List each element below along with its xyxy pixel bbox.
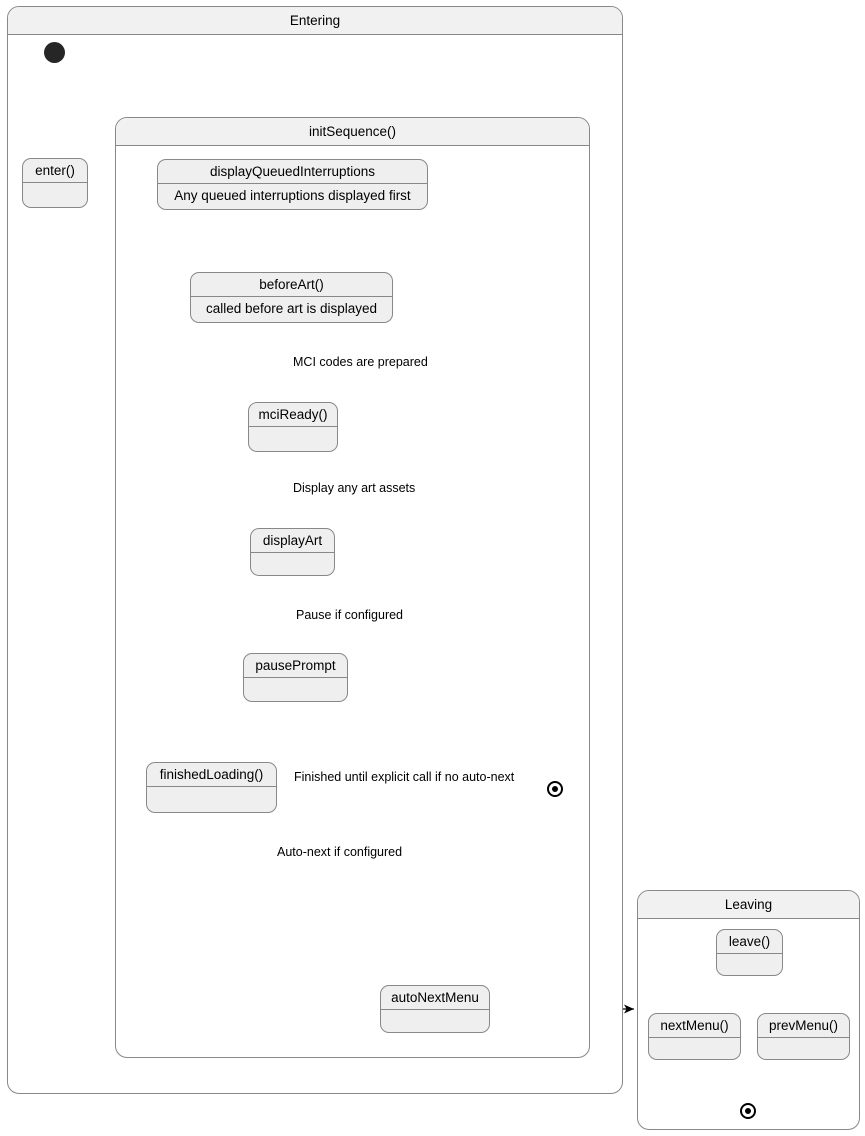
composite-state-initsequence-title: initSequence() bbox=[116, 118, 589, 146]
composite-state-leaving[interactable]: Leaving bbox=[637, 890, 860, 1130]
initial-pseudostate bbox=[44, 42, 65, 63]
edge-label-pause-if-configured: Pause if configured bbox=[296, 608, 404, 622]
state-next-menu[interactable]: nextMenu() bbox=[648, 1013, 741, 1060]
state-pause-prompt-divider bbox=[244, 677, 347, 678]
state-enter-name: enter() bbox=[35, 163, 75, 178]
state-display-queued-interruptions-divider bbox=[158, 183, 427, 184]
composite-state-entering-title: Entering bbox=[8, 7, 622, 35]
state-display-queued-interruptions-name: displayQueuedInterruptions bbox=[209, 164, 376, 179]
final-state-initsequence-core bbox=[552, 786, 558, 792]
state-auto-next-menu[interactable]: autoNextMenu bbox=[380, 985, 490, 1033]
state-pause-prompt-name: pausePrompt bbox=[255, 658, 336, 673]
state-finished-loading-name: finishedLoading() bbox=[159, 767, 264, 782]
state-prev-menu-divider bbox=[758, 1037, 849, 1038]
state-before-art-body: called before art is displayed bbox=[205, 301, 378, 316]
state-before-art-name: beforeArt() bbox=[259, 277, 324, 292]
state-mci-ready-divider bbox=[249, 426, 337, 427]
state-leave-divider bbox=[717, 953, 782, 954]
state-display-art-divider bbox=[251, 552, 334, 553]
state-mci-ready[interactable]: mciReady() bbox=[248, 402, 338, 452]
state-prev-menu[interactable]: prevMenu() bbox=[757, 1013, 850, 1060]
state-next-menu-name: nextMenu() bbox=[660, 1018, 729, 1033]
state-display-art-name: displayArt bbox=[262, 533, 323, 548]
state-enter-divider bbox=[23, 182, 87, 183]
state-before-art-divider bbox=[191, 296, 392, 297]
state-display-queued-interruptions[interactable]: displayQueuedInterruptions Any queued in… bbox=[157, 159, 428, 210]
state-auto-next-menu-name: autoNextMenu bbox=[391, 990, 479, 1005]
state-before-art[interactable]: beforeArt() called before art is display… bbox=[190, 272, 393, 323]
composite-state-leaving-title: Leaving bbox=[638, 891, 859, 919]
final-state-leaving bbox=[740, 1103, 756, 1119]
final-state-initsequence bbox=[547, 781, 563, 797]
state-leave-name: leave() bbox=[728, 934, 771, 949]
state-display-art[interactable]: displayArt bbox=[250, 528, 335, 576]
composite-state-initsequence[interactable]: initSequence() bbox=[115, 117, 590, 1058]
state-mci-ready-name: mciReady() bbox=[258, 407, 328, 422]
state-finished-loading-divider bbox=[147, 786, 276, 787]
final-state-leaving-core bbox=[745, 1108, 751, 1114]
edge-label-display-art-assets: Display any art assets bbox=[293, 481, 416, 495]
state-enter[interactable]: enter() bbox=[22, 158, 88, 208]
edge-label-auto-next-if-configured: Auto-next if configured bbox=[277, 845, 403, 859]
state-next-menu-divider bbox=[649, 1037, 740, 1038]
state-prev-menu-name: prevMenu() bbox=[768, 1018, 839, 1033]
state-finished-loading[interactable]: finishedLoading() bbox=[146, 762, 277, 813]
state-pause-prompt[interactable]: pausePrompt bbox=[243, 653, 348, 702]
state-leave[interactable]: leave() bbox=[716, 929, 783, 976]
state-display-queued-interruptions-body: Any queued interruptions displayed first bbox=[174, 188, 411, 203]
state-auto-next-menu-divider bbox=[381, 1009, 489, 1010]
edge-label-mci-codes-prepared: MCI codes are prepared bbox=[293, 355, 428, 369]
edge-label-finished-until-explicit-call: Finished until explicit call if no auto-… bbox=[294, 770, 515, 784]
